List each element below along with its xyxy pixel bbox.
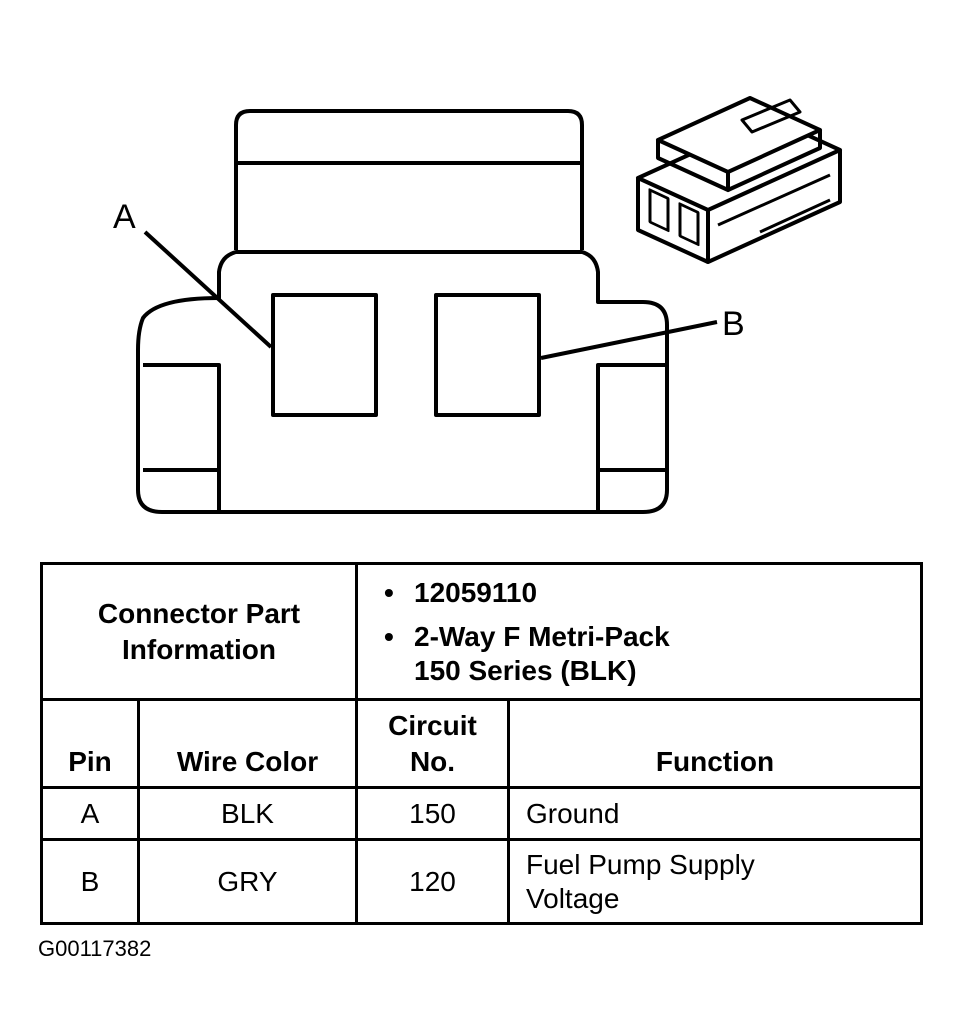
connector-isometric-view — [636, 96, 842, 264]
connector-part-details: 12059110 2-Way F Metri-Pack 150 Series (… — [355, 562, 923, 701]
info-label-line2: Information — [122, 633, 276, 665]
row-b-function: Fuel Pump Supply Voltage — [507, 838, 923, 925]
table-row: A BLK 150 Ground — [40, 786, 923, 841]
row-a-function: Ground — [507, 786, 923, 841]
info-label-line1: Connector Part — [97, 597, 301, 629]
pin-b-label: B — [722, 305, 745, 343]
leader-line-a — [143, 230, 273, 349]
part-number: 12059110 — [384, 576, 920, 610]
row-b-function-line1: Fuel Pump Supply — [526, 848, 755, 880]
header-wire-color: Wire Color — [137, 698, 358, 789]
table-header-row: Pin Wire Color Circuit No. Function — [40, 698, 923, 789]
row-b-circuit: 120 — [355, 838, 510, 925]
leader-line-b — [540, 320, 718, 360]
header-circuit-no: Circuit No. — [355, 698, 510, 789]
row-a-wire-color: BLK — [137, 786, 358, 841]
table-row: B GRY 120 Fuel Pump Supply Voltage — [40, 838, 923, 925]
connector-info-table: Connector Part Information 12059110 2-Wa… — [40, 562, 923, 925]
connector-latch — [234, 109, 584, 250]
connector-part-info-label: Connector Part Information — [40, 562, 358, 701]
cavity-a — [271, 293, 378, 417]
row-b-pin: B — [40, 838, 140, 925]
row-a-function-line1: Ground — [526, 797, 620, 829]
header-circuit-line1: Circuit — [388, 710, 477, 741]
header-function: Function — [507, 698, 923, 789]
part-desc-line1: 2-Way F Metri-Pack — [384, 620, 920, 654]
row-a-pin: A — [40, 786, 140, 841]
figure-id: G00117382 — [38, 936, 152, 961]
part-desc-line2: 150 Series (BLK) — [414, 654, 637, 686]
connector-body — [136, 250, 669, 514]
row-b-wire-color: GRY — [137, 838, 358, 925]
header-pin: Pin — [40, 698, 140, 789]
connector-info-row: Connector Part Information 12059110 2-Wa… — [40, 562, 923, 701]
header-circuit-line2: No. — [409, 746, 456, 777]
connector-face-diagram — [136, 96, 842, 514]
cavity-b — [434, 293, 541, 417]
row-b-function-line2: Voltage — [526, 882, 620, 914]
pin-a-label: A — [113, 198, 136, 236]
row-a-circuit: 150 — [355, 786, 510, 841]
